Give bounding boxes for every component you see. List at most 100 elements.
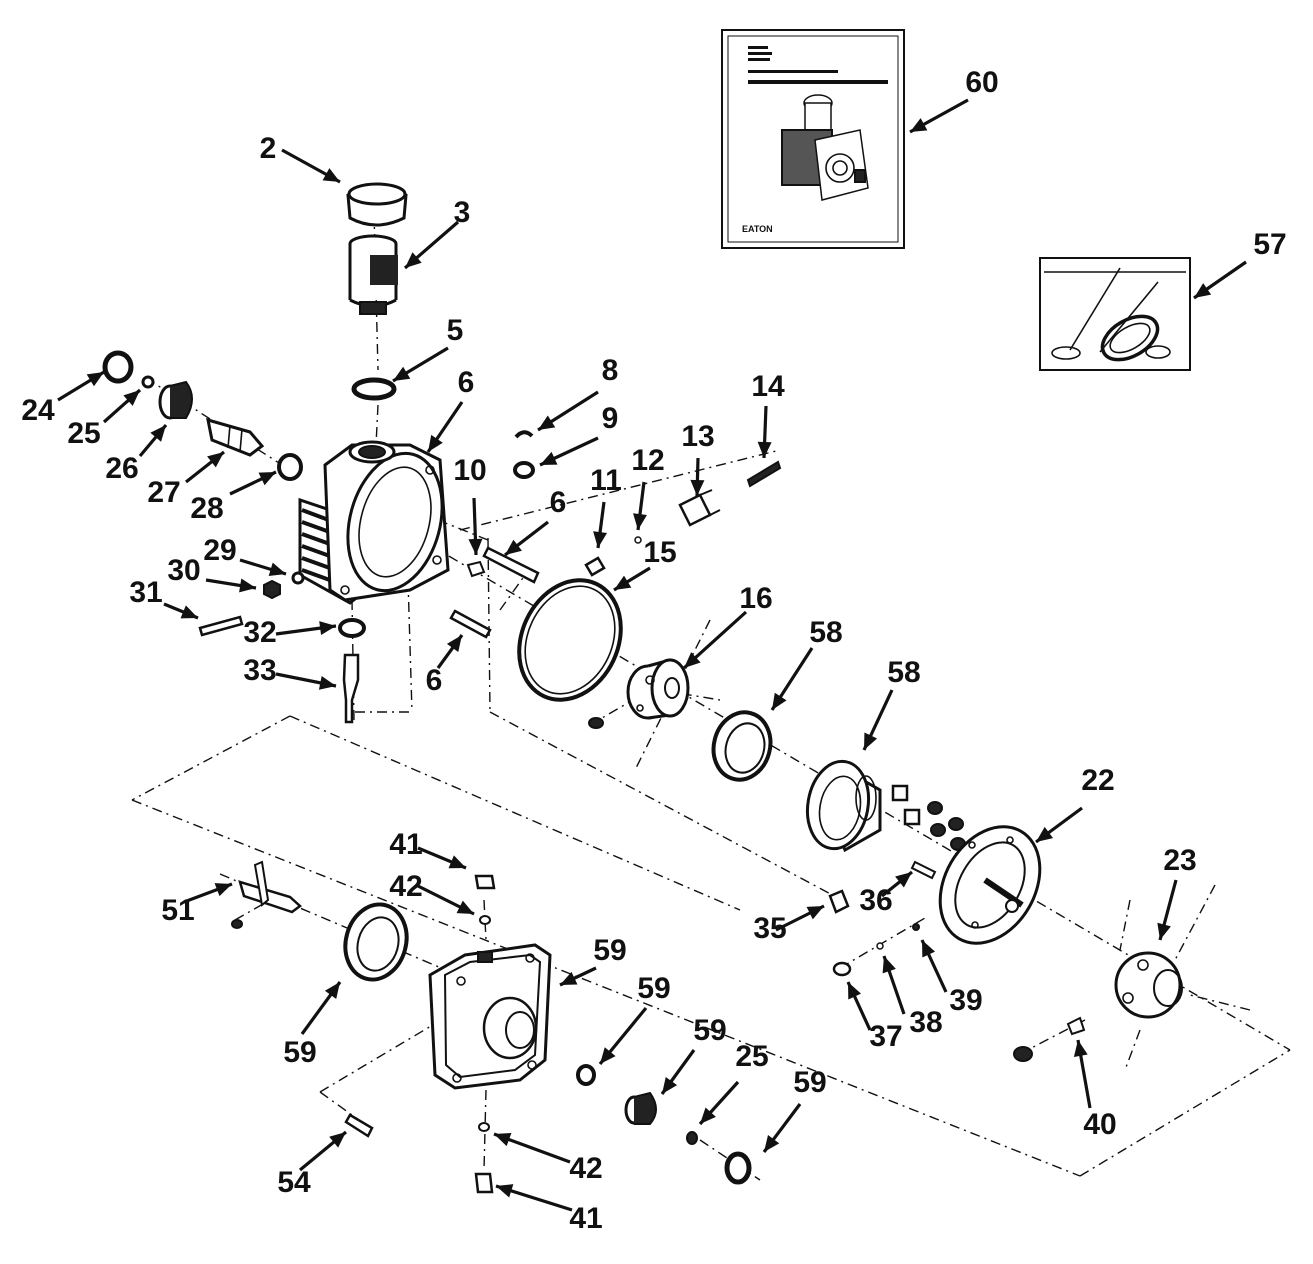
arrowhead-c32 (319, 621, 336, 636)
callout-c2: 2 (260, 132, 277, 165)
service-manual-illustration: EATON (721, 29, 905, 249)
bearing-part-58-small (711, 710, 773, 782)
o-ring-part-25-lower (686, 1131, 698, 1145)
arrowhead-c59c (600, 1047, 616, 1064)
callout-c54: 54 (277, 1166, 311, 1199)
arrowhead-c33 (318, 675, 336, 690)
o-ring-part-39 (912, 923, 920, 931)
seal-kit-bag-illustration (1039, 257, 1191, 371)
cap-part-2 (346, 182, 408, 227)
arrowhead-c6c (446, 635, 462, 653)
callout-c12: 12 (631, 444, 664, 477)
arrowhead-c6b (505, 539, 522, 555)
callout-c41b: 41 (569, 1202, 602, 1235)
arrowhead-c22 (1036, 826, 1054, 842)
end-cover-part-59 (428, 943, 552, 1090)
valve-part-13 (678, 489, 721, 527)
arrowhead-c12 (633, 513, 647, 530)
arrowhead-c38 (882, 956, 896, 974)
arrowhead-c37 (848, 982, 862, 1000)
arrowhead-c35 (806, 906, 824, 920)
arrowhead-c42b (494, 1132, 512, 1147)
callout-c9: 9 (602, 402, 619, 435)
callout-c24: 24 (21, 394, 55, 427)
gasket-part-15 (517, 578, 623, 702)
retaining-ring-part-59 (724, 1151, 752, 1185)
callout-c22: 22 (1081, 764, 1114, 797)
arrowhead-c57 (1194, 283, 1212, 298)
callout-c6c: 6 (426, 664, 443, 697)
callout-c26: 26 (105, 452, 138, 485)
callout-c39: 39 (949, 984, 982, 1017)
callout-c15: 15 (643, 536, 676, 569)
manual-logo: EATON (742, 224, 773, 234)
callout-c6b: 6 (550, 486, 567, 519)
arrowhead-c59a (324, 982, 340, 1000)
callout-c11: 11 (590, 464, 622, 497)
pump-housing-part-6 (298, 440, 450, 605)
callout-c6a: 6 (458, 366, 475, 399)
callout-c38: 38 (909, 1006, 942, 1039)
arrowhead-c59b (560, 971, 578, 985)
callout-c14: 14 (751, 370, 785, 403)
arrowhead-c27 (207, 452, 224, 468)
arrowhead-c60 (910, 118, 928, 132)
ball-part-38 (876, 942, 884, 950)
callout-c25b: 25 (735, 1040, 768, 1073)
washer-part-42-lower (478, 1122, 490, 1132)
callout-c51: 51 (161, 894, 194, 927)
seal-part-28 (277, 453, 303, 481)
callout-c29: 29 (203, 534, 236, 567)
arrowhead-c41a (448, 855, 466, 869)
seal-part-59-left (343, 902, 409, 982)
arrowhead-c31 (180, 605, 198, 619)
fitting-part-11 (584, 556, 606, 577)
arrowhead-c5 (393, 366, 411, 381)
callout-c36: 36 (859, 884, 892, 917)
leader-arrows (57, 98, 1247, 1212)
coupling-part-23 (1114, 951, 1183, 1019)
arrowhead-c15 (614, 575, 632, 590)
spring-part-14 (746, 460, 782, 488)
shaft-part-51 (231, 860, 302, 929)
arrowhead-c2 (322, 168, 340, 182)
callout-c42a: 42 (389, 870, 422, 903)
breather-part-3 (348, 234, 398, 315)
callout-c57: 57 (1253, 228, 1286, 261)
callout-c41a: 41 (389, 828, 422, 861)
callout-c28: 28 (190, 492, 223, 525)
arrowhead-c59e (764, 1135, 780, 1152)
callout-c33: 33 (243, 654, 276, 687)
seal-part-5 (351, 377, 397, 401)
dowel-pin-part-6-upper (482, 546, 540, 584)
callout-c31: 31 (129, 576, 162, 609)
rollers-group (891, 784, 966, 851)
o-ring-part-29 (291, 571, 305, 585)
arrowhead-c42a (456, 900, 474, 914)
washer-part-42-upper (479, 915, 491, 925)
swashplate-part-58-large (805, 759, 882, 853)
arrowhead-c36 (895, 872, 912, 888)
screw-part-41-lower (474, 1172, 494, 1194)
arrowhead-c40 (1073, 1040, 1088, 1057)
dowel-pin-part-6-lower (449, 609, 492, 639)
callout-c16: 16 (739, 582, 772, 615)
arrowhead-c39 (922, 940, 936, 958)
bearing-part-26 (158, 380, 193, 420)
arrowhead-c24 (86, 372, 104, 387)
callout-c59e: 59 (793, 1066, 826, 1099)
callout-c40: 40 (1083, 1108, 1116, 1141)
plug-part-37 (832, 961, 852, 977)
plug-part-10 (466, 560, 486, 578)
arrowhead-c30 (239, 578, 256, 593)
arrowhead-c6a (428, 434, 443, 452)
washer-part-59-small (576, 1064, 596, 1086)
washer-part-9 (513, 461, 535, 479)
callout-c59a: 59 (283, 1036, 316, 1069)
callout-c58a: 58 (809, 616, 842, 649)
callout-c58b: 58 (887, 656, 920, 689)
nut-part-30 (263, 579, 281, 600)
arrowhead-c13 (690, 479, 705, 496)
